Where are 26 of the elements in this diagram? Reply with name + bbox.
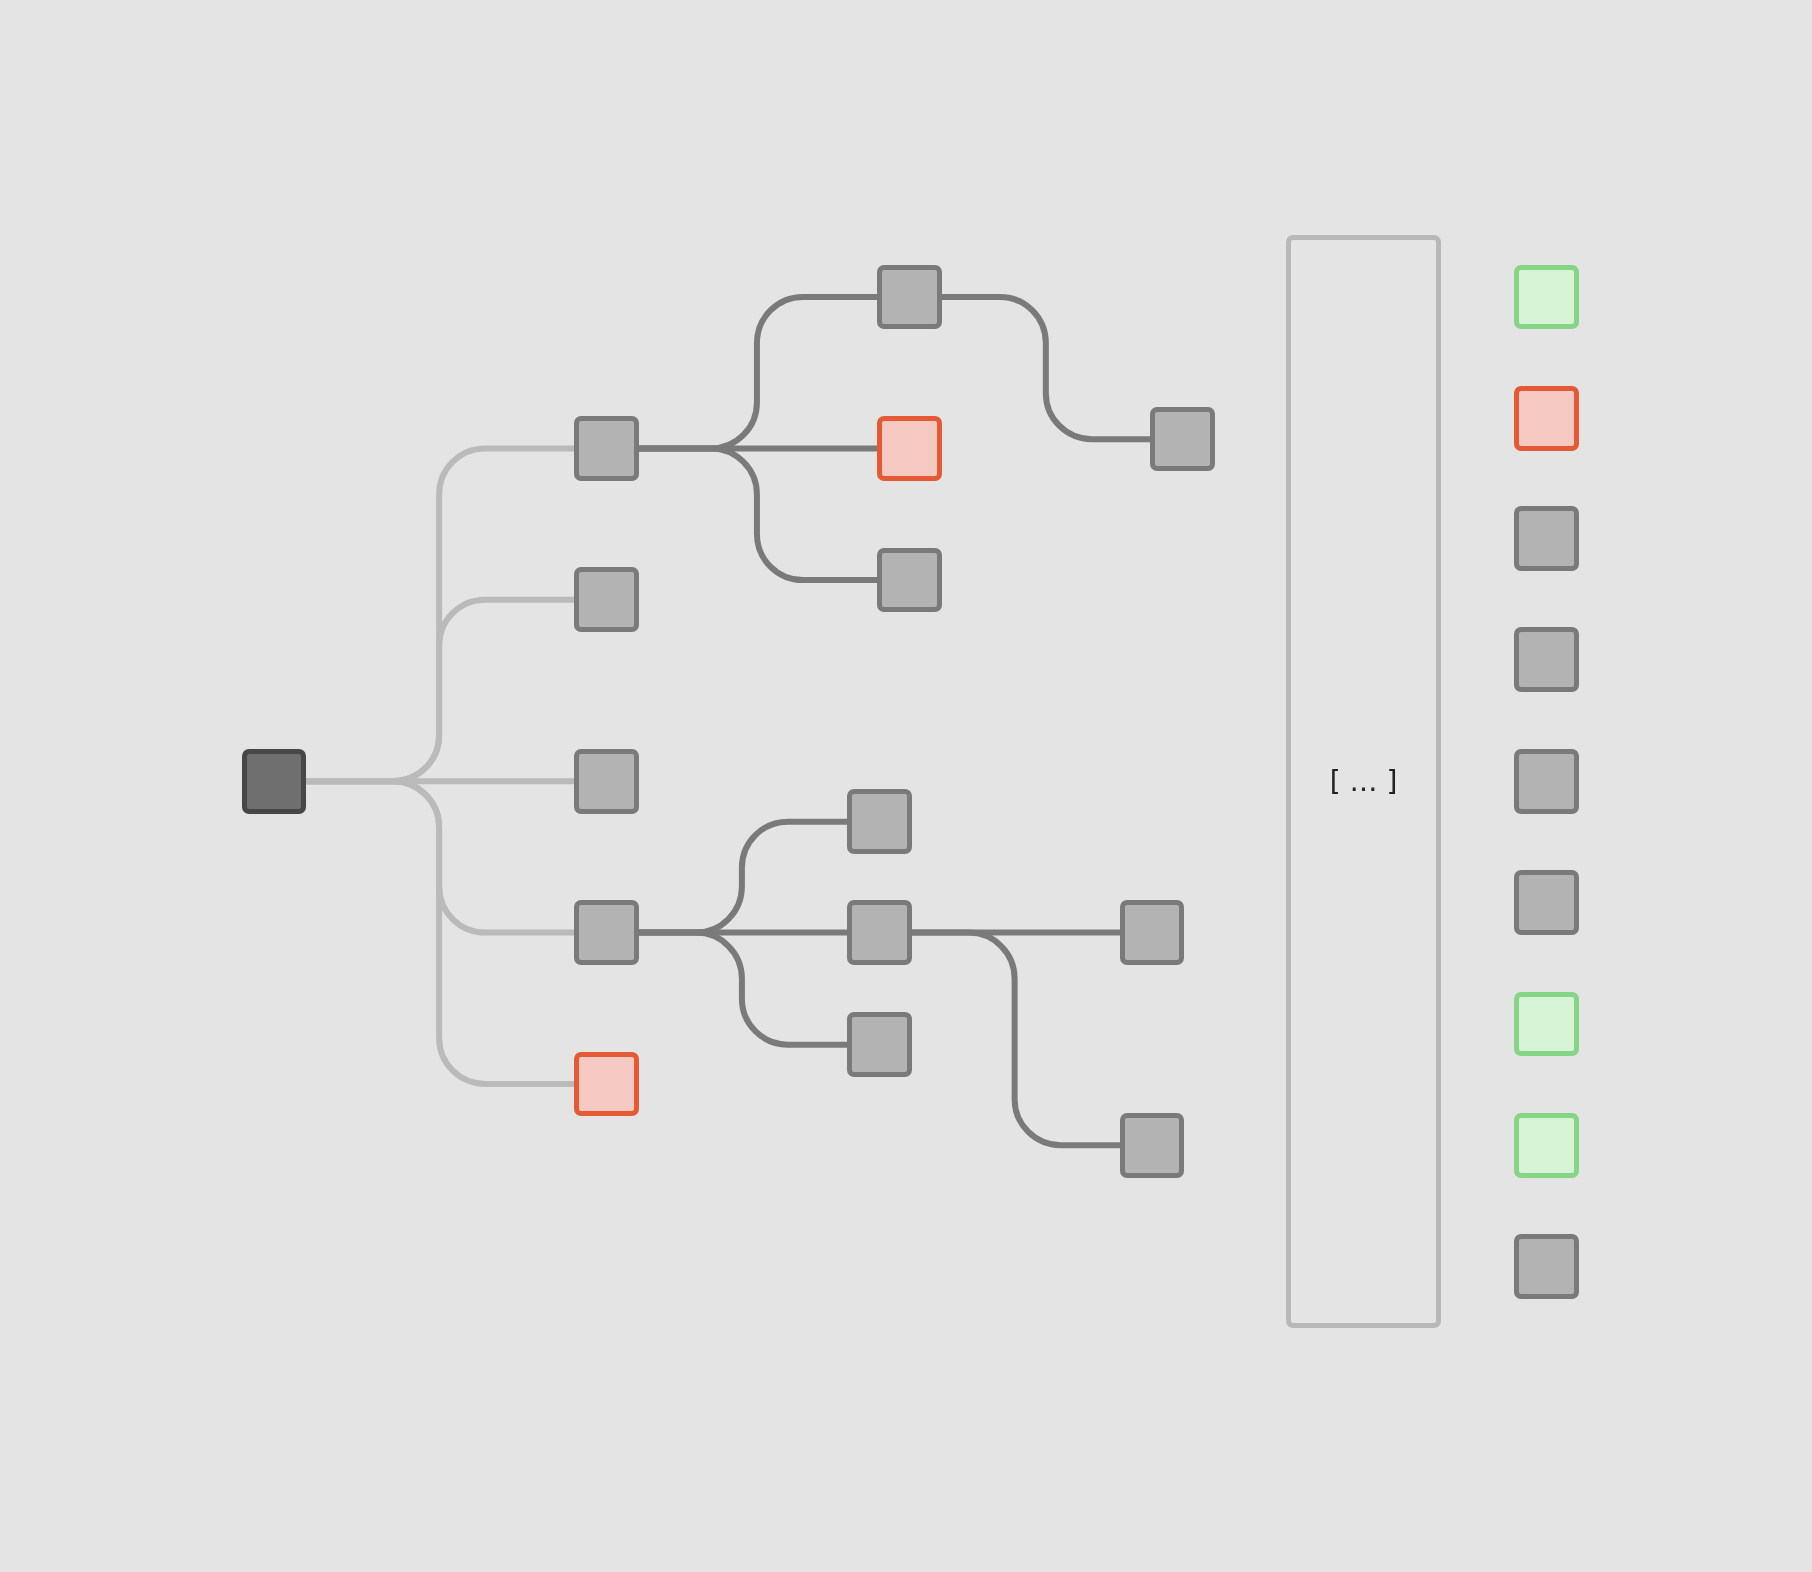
square-node [1513,627,1579,693]
square-node [1513,1112,1579,1178]
square-node [574,748,640,814]
square-node [1119,1112,1185,1178]
ellipsis-text: [ … ] [1329,764,1398,798]
square-node [574,567,640,633]
square-node [877,264,942,330]
square-node [877,416,942,481]
square-node [847,1012,912,1077]
square-node [1513,870,1579,935]
square-node [241,748,307,814]
square-node [1513,506,1579,571]
square-node [877,547,942,613]
square-node [847,789,912,854]
square-node [1119,900,1185,965]
square-node [574,900,640,965]
square-node [1513,991,1579,1057]
square-node [1513,264,1579,330]
square-node [574,416,640,481]
square-node [847,900,912,965]
square-node [1513,748,1579,814]
ellipsis-panel [1286,234,1442,1328]
square-node [1149,406,1215,472]
square-node [1513,385,1579,451]
square-node [574,1051,640,1117]
square-node [1513,1234,1579,1299]
